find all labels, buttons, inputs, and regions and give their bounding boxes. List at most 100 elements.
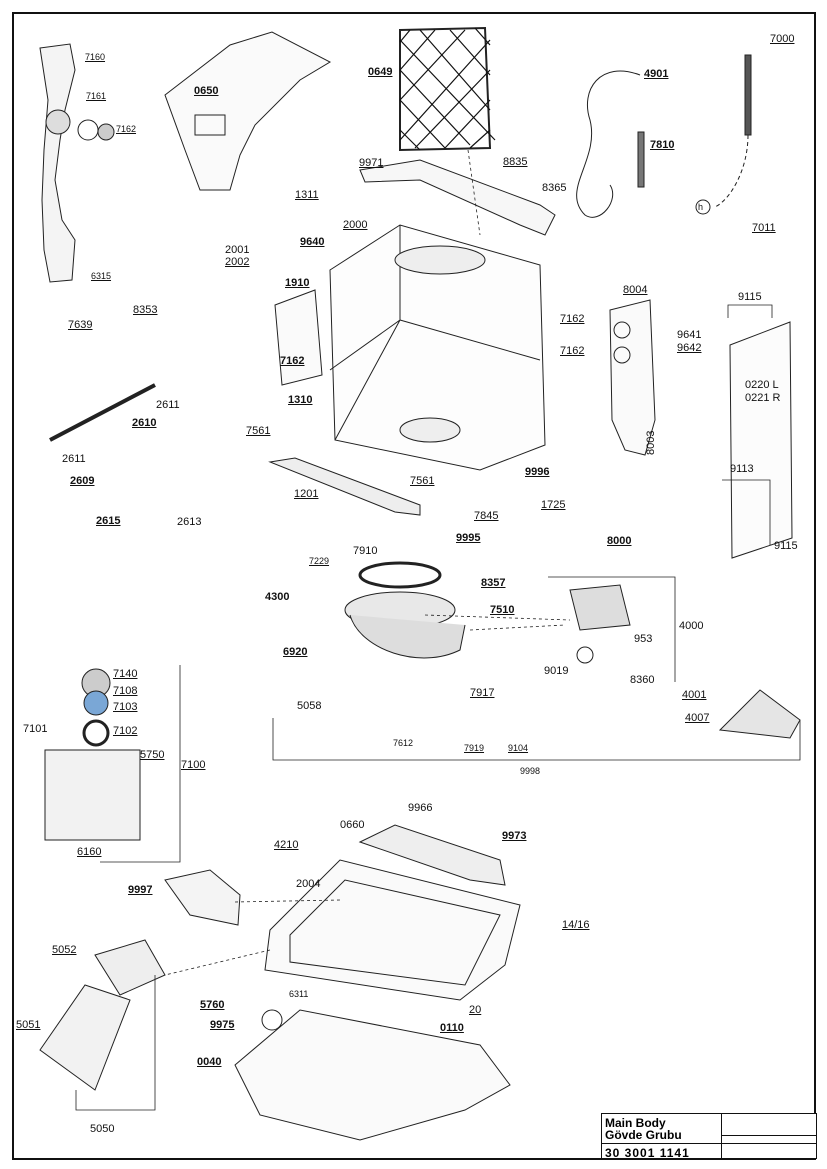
part-label-8000: 8000: [607, 535, 632, 547]
part-label-6920: 6920: [283, 646, 308, 658]
part-label-7011: 7011: [752, 222, 776, 234]
rail-shape: [359, 159, 556, 236]
part-label-8360: 8360: [630, 674, 655, 686]
part-label-7161: 7161: [86, 91, 107, 101]
part-label-6160: 6160: [77, 846, 102, 858]
drawing-frame: [12, 12, 816, 1160]
part-label-h: h: [698, 202, 704, 212]
part-label-9998: 9998: [520, 766, 541, 776]
part-label-7910: 7910: [353, 545, 378, 557]
title-name: Main Body: [605, 1116, 666, 1130]
part-label-7162: 7162: [116, 124, 137, 134]
part-label-2002: 2002: [225, 256, 250, 268]
part-label-8357: 8357: [481, 577, 506, 589]
part-label-8353: 8353: [133, 304, 158, 316]
part-label-0221: 0221 R: [745, 392, 781, 404]
side-wall-shape: [609, 299, 656, 456]
part-label-4007: 4007: [685, 712, 710, 724]
part-label-2001: 2001: [225, 244, 250, 256]
part-label-8365: 8365: [542, 182, 567, 194]
part-label-5058: 5058: [297, 700, 322, 712]
base-pan-shape: [234, 1009, 511, 1141]
part-label-7639: 7639: [68, 319, 93, 331]
part-label-8004: 8004: [623, 284, 648, 296]
part-label-9115-a: 9115: [738, 291, 762, 303]
part-label-9973: 9973: [502, 830, 527, 842]
part-label-4300: 4300: [265, 591, 290, 603]
part-label-9995: 9995: [456, 532, 481, 544]
part-label-9019: 9019: [544, 665, 569, 677]
part-label-7845: 7845: [474, 510, 499, 522]
part-label-7108: 7108: [113, 685, 138, 697]
title-name-turkish: Gövde Grubu: [605, 1128, 682, 1142]
part-label-4001: 4001: [682, 689, 707, 701]
part-label-7101: 7101: [23, 723, 48, 735]
part-label-4000: 4000: [679, 620, 704, 632]
part-label-7162-b: 7162: [280, 355, 305, 367]
part-label-2610: 2610: [132, 417, 157, 429]
part-label-0649: 0649: [368, 66, 393, 78]
base-frame-shape: [264, 859, 521, 1001]
insulation-panel-shape: [164, 31, 332, 191]
part-label-2615: 2615: [96, 515, 121, 527]
part-label-5760: 5760: [200, 999, 225, 1011]
part-label-7103: 7103: [113, 701, 138, 713]
part-label-7810: 7810: [650, 139, 675, 151]
part-label-9642: 9642: [677, 342, 702, 354]
part-label-5750: 5750: [140, 749, 165, 761]
part-label-1910: 1910: [285, 277, 310, 289]
part-label-7140: 7140: [113, 668, 138, 680]
part-label-7162-c: 7162: [560, 313, 585, 325]
door-panel-shape: [729, 321, 793, 559]
part-label-4210: 4210: [274, 839, 299, 851]
part-label-5051: 5051: [16, 1019, 41, 1031]
rod-shape: [637, 131, 645, 188]
part-label-1310: 1310: [288, 394, 313, 406]
part-label-9640: 9640: [300, 236, 325, 248]
part-label-9641: 9641: [677, 329, 702, 341]
part-label-2611-b: 2611: [62, 453, 86, 465]
part-label-7160: 7160: [85, 52, 106, 62]
part-label-9996: 9996: [525, 466, 550, 478]
part-label-7102: 7102: [113, 725, 138, 737]
filter-mat-shape: [399, 26, 492, 152]
part-label-7162-d: 7162: [560, 345, 585, 357]
drawing-code: 30 3001 1141: [605, 1146, 690, 1160]
part-label-7561-b: 7561: [410, 475, 435, 487]
part-label-7917: 7917: [470, 687, 495, 699]
part-label-7561-a: 7561: [246, 425, 271, 437]
part-label-6311: 6311: [289, 989, 309, 999]
part-label-9966: 9966: [408, 802, 433, 814]
part-label-1416: 14/16: [562, 919, 590, 931]
part-label-0660: 0660: [340, 819, 365, 831]
spray-arm-bracket-shape: [39, 43, 76, 283]
part-label-7919: 7919: [464, 743, 485, 753]
part-label-0650: 0650: [194, 85, 219, 97]
part-label-2611-a: 2611: [156, 399, 180, 411]
part-label-0110: 0110: [440, 1022, 464, 1034]
part-label-1311: 1311: [295, 189, 319, 201]
part-label-9971: 9971: [359, 157, 384, 169]
part-label-1201: 1201: [294, 488, 319, 500]
cable-shape: [576, 70, 641, 218]
part-label-4901: 4901: [644, 68, 669, 80]
part-label-0040: 0040: [197, 1056, 222, 1068]
title-block-divider: [721, 1114, 722, 1158]
part-label-8003: 8003: [645, 430, 657, 455]
part-label-2004: 2004: [296, 878, 321, 890]
part-label-9113: 9113: [730, 463, 754, 475]
part-label-5050: 5050: [90, 1123, 115, 1135]
part-label-0220: 0220 L: [745, 379, 779, 391]
dispenser-shape: [44, 749, 141, 841]
part-label-2000: 2000: [343, 219, 368, 231]
part-label-5052: 5052: [52, 944, 77, 956]
part-label-2609: 2609: [70, 475, 95, 487]
part-label-2613: 2613: [177, 516, 202, 528]
part-label-7100: 7100: [181, 759, 206, 771]
part-label-7612: 7612: [393, 738, 414, 748]
part-label-20: 20: [469, 1004, 482, 1016]
title-block: Main Body Gövde Grubu 30 3001 1141: [601, 1113, 817, 1160]
part-label-7510: 7510: [490, 604, 515, 616]
